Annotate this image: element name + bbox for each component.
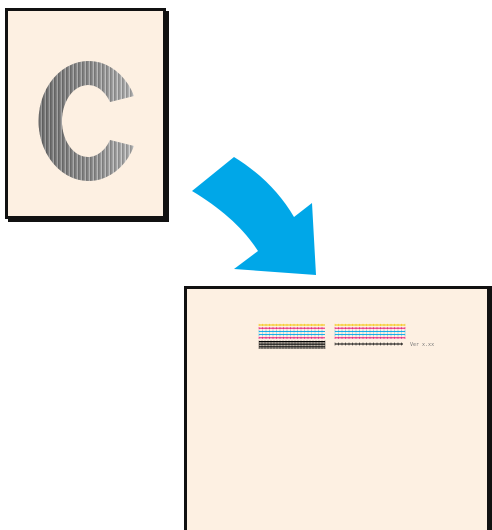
nozzle-check-pattern: Ver x.xx (258, 323, 434, 349)
source-sheet (5, 8, 166, 219)
version-label: Ver x.xx (410, 342, 434, 348)
output-sheet: Ver x.xx (184, 286, 490, 530)
curved-arrow-icon (192, 157, 316, 275)
letter-c-icon (38, 61, 134, 181)
